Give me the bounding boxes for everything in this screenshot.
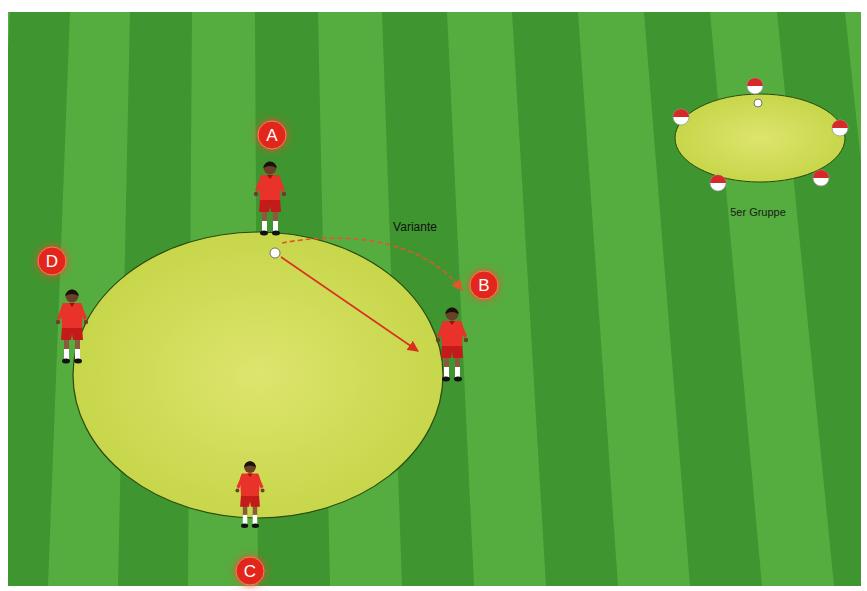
player-badge: C (235, 556, 265, 586)
player-letter: C (244, 563, 256, 580)
player-badge: B (469, 270, 499, 300)
pass-arrow (281, 257, 418, 351)
ball (270, 248, 280, 258)
grass-field (8, 12, 861, 586)
player-figure (56, 290, 88, 364)
variant-pass-arrow (282, 238, 462, 290)
player-letter: B (478, 277, 489, 294)
variant-label: Variante (393, 221, 437, 235)
player-figure (254, 162, 286, 236)
player-letter: A (266, 127, 277, 144)
cones (673, 78, 848, 191)
small-circle (675, 94, 845, 182)
player-badge: D (37, 246, 67, 276)
group-label: 5er Gruppe (730, 206, 786, 219)
player-figure (235, 461, 264, 528)
player-letter: D (46, 253, 58, 270)
player-badge: A (257, 120, 287, 150)
player-figure (436, 308, 468, 382)
